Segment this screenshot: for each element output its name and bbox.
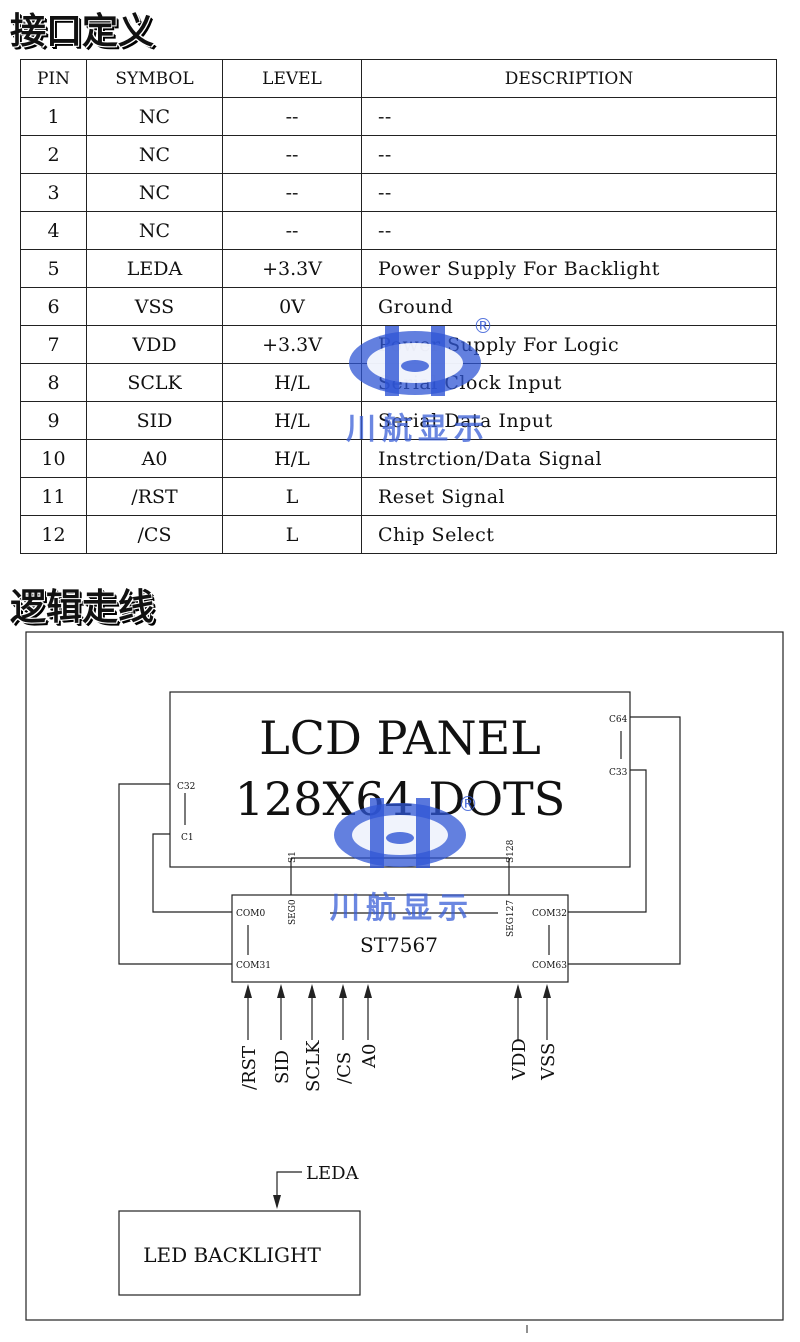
header-pin: PIN bbox=[20, 59, 87, 98]
watermark-logo-icon bbox=[334, 798, 466, 868]
symbol-cell: LEDA bbox=[86, 249, 223, 288]
pin-cell: 7 bbox=[20, 325, 87, 364]
pin-s128-label: S128 bbox=[506, 839, 516, 863]
level-cell: +3.3V bbox=[222, 249, 362, 288]
description-cell: Ground bbox=[361, 287, 777, 326]
watermark-text: 川航显示 bbox=[346, 412, 490, 447]
table-header-row: PIN SYMBOL LEVEL DESCRIPTION bbox=[20, 59, 777, 98]
pin-com63-label: COM63 bbox=[532, 961, 567, 971]
signal-sid-label: SID bbox=[272, 1050, 293, 1084]
chip-label: ST7567 bbox=[360, 933, 438, 957]
signal-vss-label: VSS bbox=[538, 1043, 559, 1081]
level-cell: +3.3V bbox=[222, 325, 362, 364]
level-cell: -- bbox=[222, 97, 362, 136]
symbol-cell: NC bbox=[86, 97, 223, 136]
description-cell: -- bbox=[361, 211, 777, 250]
pin-seg127-label: SEG127 bbox=[506, 900, 516, 937]
level-cell: H/L bbox=[222, 401, 362, 440]
watermark-logo-icon bbox=[349, 326, 481, 396]
pin-com0-label: COM0 bbox=[236, 909, 265, 919]
pin-seg0-label: SEG0 bbox=[288, 899, 298, 925]
signal-rst-label: /RST bbox=[239, 1046, 260, 1090]
signal-a0-label: A0 bbox=[359, 1044, 380, 1069]
chip-box bbox=[231, 894, 569, 983]
description-cell: -- bbox=[361, 135, 777, 174]
pin-c1-label: C1 bbox=[181, 833, 194, 843]
pin-cell: 3 bbox=[20, 173, 87, 212]
level-cell: 0V bbox=[222, 287, 362, 326]
symbol-cell: NC bbox=[86, 135, 223, 174]
symbol-cell: VSS bbox=[86, 287, 223, 326]
watermark-text: 川航显示 bbox=[330, 891, 474, 926]
description-cell: Chip Select bbox=[361, 515, 777, 554]
pin-s1-label: S1 bbox=[288, 851, 298, 863]
pin-cell: 4 bbox=[20, 211, 87, 250]
interface-definition-title: 接口定义 bbox=[10, 11, 155, 52]
pin-com31-label: COM31 bbox=[236, 961, 271, 971]
leda-label: LEDA bbox=[306, 1163, 360, 1184]
signal-cs-label: /CS bbox=[334, 1052, 355, 1084]
symbol-cell: /CS bbox=[86, 515, 223, 554]
level-cell: -- bbox=[222, 135, 362, 174]
description-cell: Reset Signal bbox=[361, 477, 777, 516]
description-cell: Serial Data Input bbox=[361, 401, 777, 440]
panel-title-line1: LCD PANEL bbox=[259, 711, 541, 765]
description-cell: Instrction/Data Signal bbox=[361, 439, 777, 478]
backlight-box bbox=[118, 1210, 361, 1296]
symbol-cell: SCLK bbox=[86, 363, 223, 402]
logic-wiring-title: 逻辑走线 bbox=[10, 587, 155, 628]
pin-cell: 12 bbox=[20, 515, 87, 554]
pin-cell: 10 bbox=[20, 439, 87, 478]
description-cell: -- bbox=[361, 173, 777, 212]
header-level: LEVEL bbox=[222, 59, 362, 98]
pin-cell: 1 bbox=[20, 97, 87, 136]
header-symbol: SYMBOL bbox=[86, 59, 223, 98]
pin-c64-label: C64 bbox=[609, 715, 628, 725]
level-cell: H/L bbox=[222, 363, 362, 402]
registered-mark: ® bbox=[473, 314, 493, 338]
signal-sclk-label: SCLK bbox=[303, 1040, 324, 1092]
pin-c32-label: C32 bbox=[177, 782, 195, 792]
registered-mark: ® bbox=[458, 792, 478, 816]
pin-com32-label: COM32 bbox=[532, 909, 567, 919]
pin-cell: 2 bbox=[20, 135, 87, 174]
diagram-frame bbox=[25, 631, 784, 1321]
symbol-cell: NC bbox=[86, 173, 223, 212]
backlight-label: LED BACKLIGHT bbox=[143, 1243, 321, 1267]
symbol-cell: NC bbox=[86, 211, 223, 250]
signal-vdd-label: VDD bbox=[509, 1038, 530, 1081]
pin-cell: 11 bbox=[20, 477, 87, 516]
level-cell: L bbox=[222, 515, 362, 554]
pin-c33-label: C33 bbox=[609, 768, 628, 778]
